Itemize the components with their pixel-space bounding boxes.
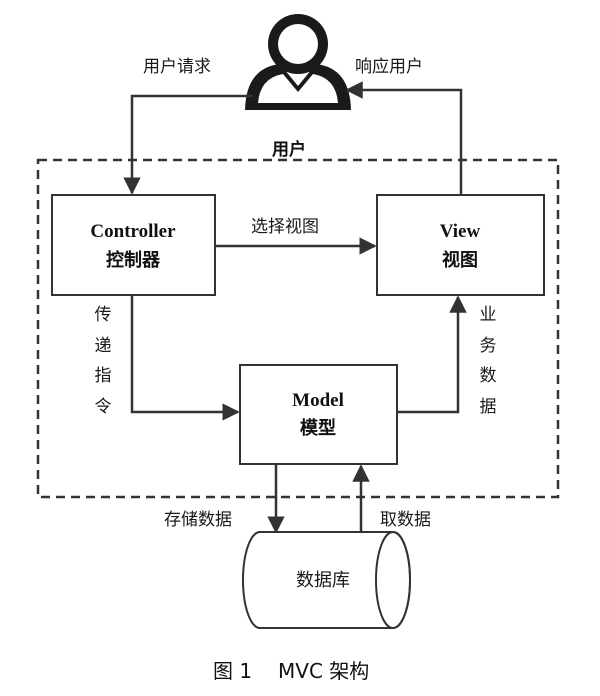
business-data-char: 数 bbox=[480, 366, 497, 386]
business-data-char: 务 bbox=[480, 336, 497, 356]
user-boundary bbox=[36, 158, 560, 499]
view-box bbox=[376, 194, 545, 296]
response-arrow bbox=[345, 81, 463, 195]
pass-command-char: 传 bbox=[95, 305, 112, 325]
user-label: 用户 bbox=[272, 139, 306, 160]
fetch-data-label: 取数据 bbox=[380, 510, 431, 530]
view-subtitle: 视图 bbox=[442, 249, 478, 271]
user-response-label: 响应用户 bbox=[355, 57, 423, 77]
controller-box bbox=[51, 194, 216, 296]
controller-subtitle: 控制器 bbox=[106, 249, 161, 271]
view-title: View bbox=[440, 221, 481, 242]
user-request-label: 用户请求 bbox=[143, 57, 211, 77]
pass-command-char: 指 bbox=[95, 366, 112, 386]
pass-command-char: 令 bbox=[95, 397, 112, 417]
database-cylinder bbox=[242, 531, 411, 629]
request-arrow bbox=[123, 94, 253, 195]
pass-command-char: 递 bbox=[95, 336, 112, 356]
business-data-char: 据 bbox=[480, 397, 497, 417]
model-subtitle: 模型 bbox=[300, 417, 336, 439]
person-icon bbox=[245, 14, 351, 110]
business-data-char: 业 bbox=[480, 305, 497, 325]
model-title: Model bbox=[292, 390, 344, 411]
figure-title: MVC 架构 bbox=[278, 659, 369, 683]
figure-number: 图 1 bbox=[213, 659, 252, 683]
pass-command-arrow bbox=[130, 295, 240, 421]
business-data-arrow bbox=[397, 295, 467, 414]
database-label: 数据库 bbox=[296, 570, 350, 591]
model-box bbox=[239, 364, 398, 465]
store-data-label: 存储数据 bbox=[164, 510, 232, 530]
controller-title: Controller bbox=[90, 221, 176, 242]
select-view-label: 选择视图 bbox=[251, 217, 319, 237]
